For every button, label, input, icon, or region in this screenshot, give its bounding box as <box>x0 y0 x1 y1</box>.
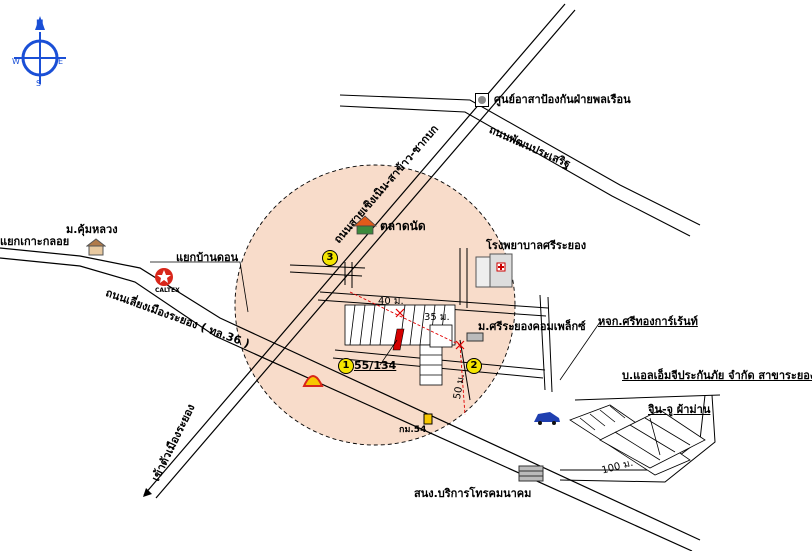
mingkaew-label: หจก.ศรีทองการ์เร้นท์ <box>598 315 698 328</box>
distance-lines <box>349 291 466 416</box>
km-marker-label: กม.54 <box>399 425 427 435</box>
distance-35m: 35 ม. <box>424 312 450 323</box>
house-number-label: 55/134 <box>354 359 397 372</box>
sri-rayong-complex-label: ม.ศรีระยองคอมเพล็กซ์ <box>478 320 586 333</box>
compass-south-label: S <box>36 79 42 88</box>
plot-leader-line <box>379 339 398 366</box>
compass-west-label: W <box>12 57 20 66</box>
compass-north-label: N <box>36 19 44 29</box>
point-3[interactable]: 3 <box>322 250 338 266</box>
office-building-icon <box>518 465 544 482</box>
compass-icon[interactable] <box>8 14 72 89</box>
km-marker-icon <box>423 413 433 425</box>
label-leaders <box>150 261 661 456</box>
car-icon <box>534 412 560 425</box>
hospital-label: โรงพยาบาลศรีระยอง <box>486 239 587 252</box>
point-1[interactable]: 1 <box>338 358 354 374</box>
market-icon <box>352 215 378 235</box>
house-icon <box>86 238 106 256</box>
road-pattana <box>339 94 701 237</box>
insurance-label: บ.แอลเอ็มจีประกันภัย จำกัด สาขาระยอง <box>622 369 812 382</box>
caltex-label: CALTEX <box>155 287 180 294</box>
jingju-label: จิน-จู ผ้าม่าน <box>648 403 711 416</box>
road-main-horizontal <box>0 247 701 551</box>
civil-defense-icon <box>475 93 489 107</box>
compass-east-label: E <box>58 57 64 66</box>
housing-plots-right <box>569 404 706 476</box>
highlighted-plot[interactable] <box>392 328 405 351</box>
phone-office-label: สนง.บริการโทรคมนาคม <box>414 487 532 500</box>
arrow-sw-icon <box>143 488 152 497</box>
distance-40m: 40 ม. <box>378 296 404 307</box>
distance-markers <box>395 308 465 350</box>
village-kumluang-label: ม.คุ้มหลวง <box>66 223 118 236</box>
junction-left-label: แยกเกาะกลอย <box>0 235 70 248</box>
caltex-icon <box>155 268 173 286</box>
market-label: ตลาดนัด <box>380 219 426 233</box>
junction-bandon-label: แยกบ้านดอน <box>176 251 239 264</box>
civil-defense-label: ศูนย์อาสาป้องกันฝ่ายพลเรือน <box>494 93 631 106</box>
shell-icon <box>302 375 324 387</box>
complex-building-icon <box>466 332 484 342</box>
hospital-icon <box>475 253 513 288</box>
point-2[interactable]: 2 <box>466 358 482 374</box>
road-main-diagonal <box>143 3 576 499</box>
